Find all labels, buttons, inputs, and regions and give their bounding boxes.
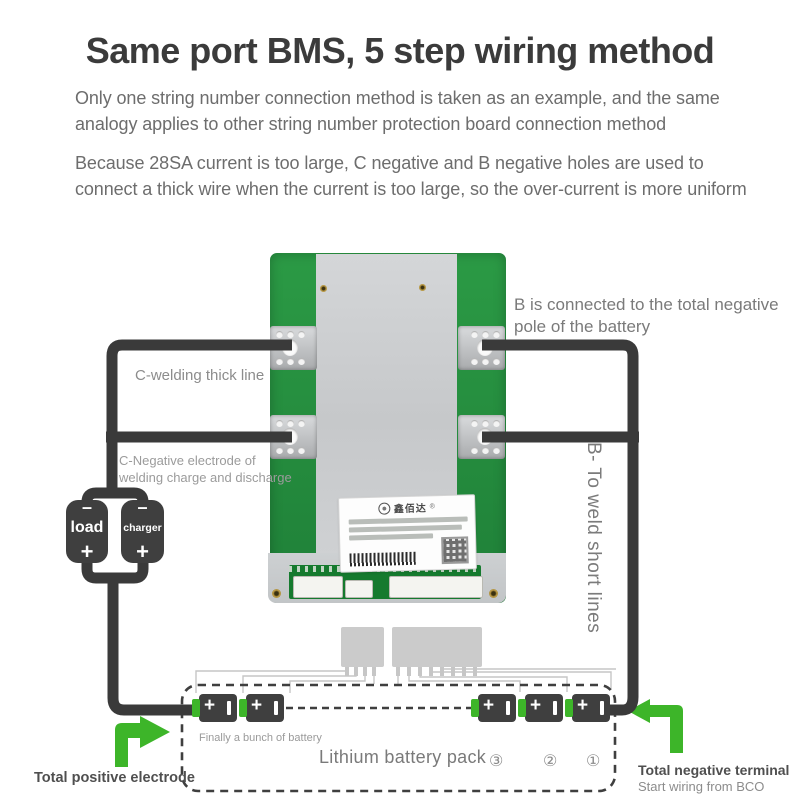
screw-hole [489, 589, 498, 598]
screw-hole [320, 285, 327, 292]
brand-name: 鑫佰达 [393, 503, 427, 516]
ntc-connector-socket [345, 580, 373, 598]
battery-cell: + [565, 694, 610, 722]
spec-line [348, 524, 463, 533]
brand-logo-icon [378, 501, 391, 515]
charger-block: – charger + [121, 497, 164, 564]
solder-pad-b-right-top [458, 326, 505, 370]
label-start-wiring: Start wiring from BCO [638, 779, 765, 794]
wire-plug-left [341, 627, 384, 667]
page-title: Same port BMS, 5 step wiring method [85, 30, 715, 71]
barcode [349, 551, 416, 567]
balance-connector-socket [389, 576, 483, 598]
label-c-negative: C-Negative electrode of welding charge a… [119, 453, 292, 485]
label-b-weld-short-lines: B- To weld short lines [583, 442, 604, 634]
battery-cell: + [192, 694, 237, 722]
intro-paragraph-2: Because 28SA current is too large, C neg… [75, 150, 747, 202]
plug-teeth [345, 667, 477, 676]
screw-hole [272, 589, 281, 598]
circled-number-3: ③ [489, 753, 504, 770]
intro-p1-line2: analogy applies to other string number p… [75, 114, 667, 134]
label-total-positive: Total positive electrode [34, 770, 195, 786]
board-label-sticker: 鑫佰达 ® [338, 494, 477, 573]
charger-label: charger [123, 522, 162, 534]
wire-total-positive [107, 578, 197, 716]
circled-number-1: ① [586, 753, 601, 770]
solder-pad-b-right-mid [458, 415, 505, 459]
load-block: – load + [66, 497, 108, 564]
circled-number-2: ② [543, 753, 558, 770]
solder-pad-c-left-top [270, 326, 317, 370]
intro-p2-line1: Because 28SA current is too large, C neg… [75, 153, 704, 173]
spec-line [348, 516, 468, 525]
plus-terminal: + [80, 539, 94, 564]
intro-p2-line2: connect a thick wire when the current is… [75, 179, 747, 199]
arrow-total-negative-icon [628, 699, 683, 753]
intro-p1-line1: Only one string number connection method… [75, 88, 720, 108]
minus-terminal: – [81, 497, 92, 517]
label-finally-bunch: Finally a bunch of battery [199, 732, 322, 744]
intro-paragraph-1: Only one string number connection method… [75, 85, 720, 137]
wire-plug-right [392, 627, 482, 667]
balance-wires [195, 668, 616, 693]
label-total-negative: Total negative terminal [638, 762, 790, 778]
label-b-connected: B is connected to the total negative pol… [514, 295, 779, 336]
battery-cell: + [471, 694, 516, 722]
qr-code [441, 536, 469, 565]
arrow-total-positive-icon [115, 716, 170, 767]
battery-cell: + [239, 694, 284, 722]
label-c-welding: C-welding thick line [135, 367, 265, 384]
battery-cell: + [518, 694, 563, 722]
load-label: load [70, 519, 104, 536]
label-lithium-battery-pack: Lithium battery pack [319, 747, 487, 767]
registered-mark: ® [429, 503, 435, 511]
minus-terminal: – [137, 497, 148, 517]
balance-connector-socket [293, 576, 343, 598]
screw-hole [419, 284, 426, 291]
plus-terminal: + [136, 539, 149, 564]
